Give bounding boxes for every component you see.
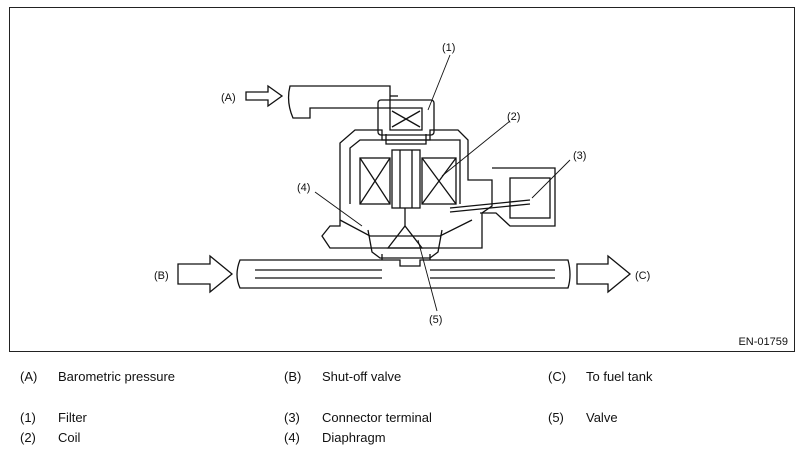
- valve-body: [321, 129, 493, 249]
- plunger: [391, 149, 421, 209]
- coil-left: [359, 157, 391, 205]
- filter-housing: [377, 99, 435, 136]
- callout-b: (B): [154, 270, 169, 282]
- valve-diagram-frame: (A) (B) (C) (1) (2) (3) (4) (5) EN-01759: [9, 7, 795, 352]
- callout-c: (C): [635, 270, 650, 282]
- callout-a: (A): [221, 92, 236, 104]
- callout-4: (4): [297, 182, 310, 194]
- arrow-b: [177, 254, 234, 294]
- callout-3: (3): [573, 150, 586, 162]
- callout-5: (5): [429, 314, 442, 326]
- legend-item-a: (A)Barometric pressure: [20, 369, 176, 384]
- legend-item-b: (B)Shut-off valve: [284, 369, 402, 384]
- legend-item-4: (4)Diaphragm: [284, 430, 386, 445]
- arrow-a: [245, 84, 284, 108]
- coil-right: [421, 157, 457, 205]
- shut-off-pipe: [236, 259, 571, 289]
- legend-item-1: (1)Filter: [20, 410, 87, 425]
- valve-cross-section: (A) (B) (C) (1) (2) (3) (4) (5): [154, 42, 650, 326]
- callout-1: (1): [442, 42, 455, 54]
- connector: [480, 167, 556, 227]
- barometric-inlet-pipe: [287, 85, 391, 119]
- legend-item-5: (5)Valve: [548, 410, 618, 425]
- callout-2: (2): [507, 111, 520, 123]
- figure-code: EN-01759: [738, 336, 788, 348]
- legend-item-3: (3)Connector terminal: [284, 410, 432, 425]
- legend-item-2: (2)Coil: [20, 430, 81, 445]
- legend-item-c: (C)To fuel tank: [548, 369, 653, 384]
- valve-cone: [386, 224, 424, 249]
- diaphragm: [339, 219, 473, 237]
- valve-seat: [367, 229, 443, 259]
- arrow-c: [576, 254, 632, 294]
